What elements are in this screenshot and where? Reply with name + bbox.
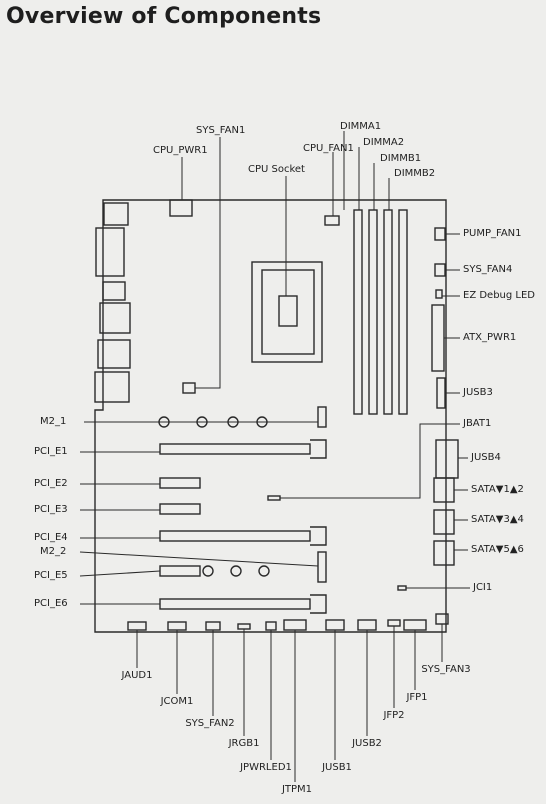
pci-e4-slot xyxy=(159,530,311,542)
label-atx-pwr1: ATX_PWR1 xyxy=(463,332,517,343)
jbat1-header xyxy=(267,495,281,501)
label-jrgb1: JRGB1 xyxy=(228,738,260,749)
label-sata34: SATA▼3▲4 xyxy=(471,514,524,525)
ez-debug-led xyxy=(435,289,443,299)
jfp1-header xyxy=(403,619,427,631)
jrgb1-header xyxy=(237,623,251,630)
page-title: Overview of Components xyxy=(6,4,322,29)
label-pci-e5: PCI_E5 xyxy=(34,570,68,581)
label-dimma1: DIMMA1 xyxy=(340,121,382,132)
io-block xyxy=(97,339,131,369)
pci-e1-slot xyxy=(159,443,311,455)
label-cpu-pwr1: CPU_PWR1 xyxy=(153,145,208,156)
pci-e5-slot xyxy=(159,565,201,577)
sys-fan2-header xyxy=(205,621,221,631)
jcom1-header xyxy=(167,621,187,631)
label-jusb1: JUSB1 xyxy=(322,762,352,773)
label-jfp1: JFP1 xyxy=(406,692,428,703)
m2-1-slot xyxy=(317,406,327,428)
jusb1-header xyxy=(325,619,345,631)
label-sys-fan3: SYS_FAN3 xyxy=(421,664,471,675)
jtpm1-header xyxy=(283,619,307,631)
pci-e2-slot xyxy=(159,477,201,489)
label-jci1: JCI1 xyxy=(473,582,493,593)
pci-e3-slot xyxy=(159,503,201,515)
atx-pwr1-connector xyxy=(431,304,445,372)
dimma1-slot xyxy=(353,209,363,415)
label-sys-fan2: SYS_FAN2 xyxy=(185,718,235,729)
label-dimmb2: DIMMB2 xyxy=(394,168,436,179)
sys-fan4-connector xyxy=(434,263,446,277)
dimmb1-slot xyxy=(383,209,393,415)
label-jtpm1: JTPM1 xyxy=(281,784,313,795)
pci-e6-slot xyxy=(159,598,311,610)
label-pci-e4: PCI_E4 xyxy=(34,532,68,543)
sys-fan1-connector xyxy=(182,382,196,394)
jusb4-connector xyxy=(435,439,459,479)
label-m2-2: M2_2 xyxy=(40,546,67,557)
label-jusb4: JUSB4 xyxy=(471,452,501,463)
jaud1-header xyxy=(127,621,147,631)
label-sata56: SATA▼5▲6 xyxy=(471,544,524,555)
cpu-pwr1-connector xyxy=(169,199,193,217)
label-jusb3: JUSB3 xyxy=(463,387,493,398)
jpwrled1-header xyxy=(265,621,277,631)
cpu-socket xyxy=(251,261,323,363)
m2-2-slot xyxy=(317,551,327,583)
label-jaud1: JAUD1 xyxy=(121,670,153,681)
label-pci-e6: PCI_E6 xyxy=(34,598,68,609)
pump-fan1-connector xyxy=(434,227,446,241)
label-jcom1: JCOM1 xyxy=(160,696,194,707)
label-sata12: SATA▼1▲2 xyxy=(471,484,524,495)
label-dimma2: DIMMA2 xyxy=(363,137,405,148)
label-sys-fan4: SYS_FAN4 xyxy=(463,264,513,275)
label-sys-fan1: SYS_FAN1 xyxy=(196,125,246,136)
label-cpu-socket: CPU Socket xyxy=(248,164,305,175)
label-m2-1: M2_1 xyxy=(40,416,67,427)
label-pci-e2: PCI_E2 xyxy=(34,478,68,489)
io-block xyxy=(95,227,125,277)
dimma2-slot xyxy=(368,209,378,415)
label-jfp2: JFP2 xyxy=(383,710,405,721)
jfp2-header xyxy=(387,619,401,627)
label-cpu-fan1: CPU_FAN1 xyxy=(303,143,354,154)
io-block xyxy=(102,281,126,301)
label-pump-fan1: PUMP_FAN1 xyxy=(463,228,522,239)
label-jusb2: JUSB2 xyxy=(352,738,382,749)
dimmb2-slot xyxy=(398,209,408,415)
label-ez-debug-led: EZ Debug LED xyxy=(463,290,536,301)
sata34-connector xyxy=(433,509,455,535)
label-dimmb1: DIMMB1 xyxy=(380,153,422,164)
label-pci-e1: PCI_E1 xyxy=(34,446,68,457)
io-block xyxy=(103,202,129,226)
io-block xyxy=(94,371,130,403)
sata56-connector xyxy=(433,540,455,566)
sata12-connector xyxy=(433,477,455,503)
label-jpwrled1: JPWRLED1 xyxy=(240,762,292,773)
label-jbat1: JBAT1 xyxy=(463,418,492,429)
jci1-header xyxy=(397,585,407,591)
jusb3-connector xyxy=(436,377,446,409)
label-pci-e3: PCI_E3 xyxy=(34,504,68,515)
board-outline xyxy=(94,199,447,633)
io-block xyxy=(99,302,131,334)
jusb2-header xyxy=(357,619,377,631)
cpu-fan1-connector xyxy=(324,215,340,226)
